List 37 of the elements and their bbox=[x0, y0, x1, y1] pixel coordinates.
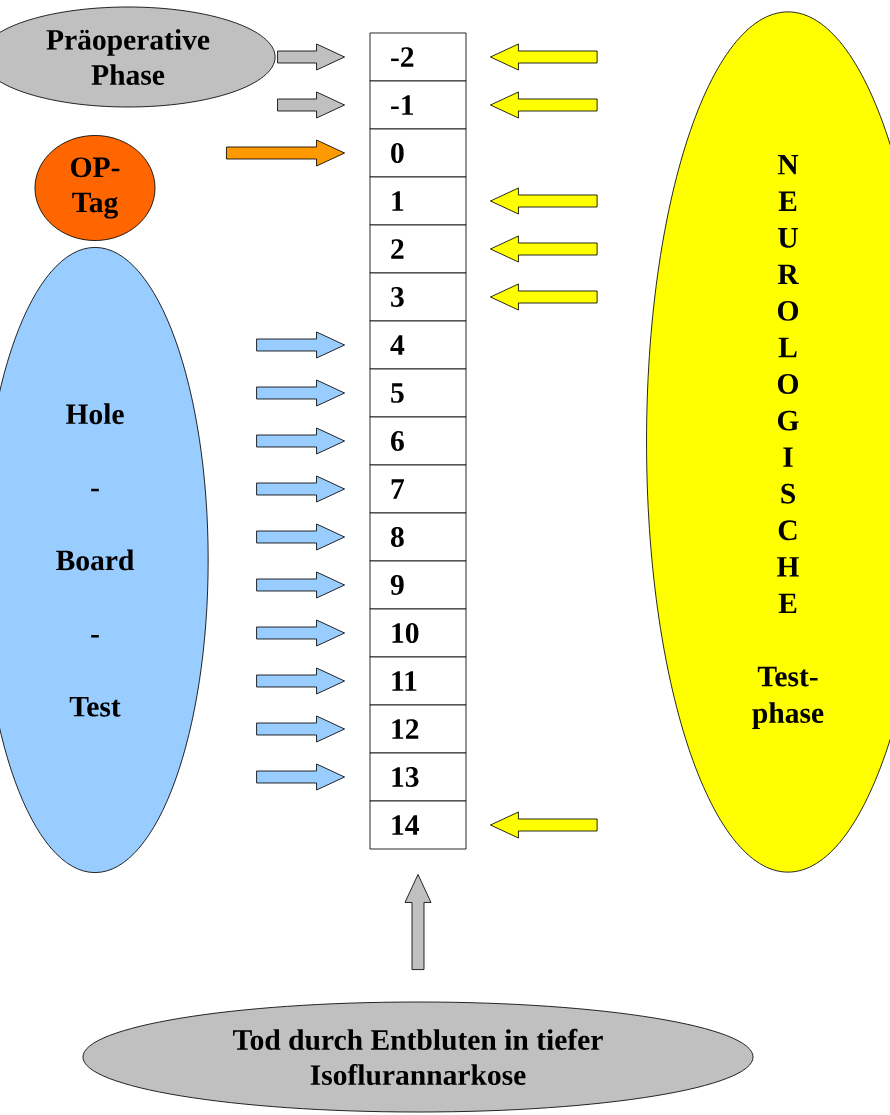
block-arrow bbox=[256, 763, 345, 791]
block-arrow bbox=[277, 43, 345, 71]
block-arrow bbox=[256, 379, 345, 407]
block-arrow bbox=[490, 283, 598, 311]
block-arrow bbox=[490, 91, 598, 119]
day-cell: 1 bbox=[369, 176, 467, 226]
day-cell: 2 bbox=[369, 224, 467, 274]
block-arrow bbox=[490, 187, 598, 215]
day-cell: 0 bbox=[369, 128, 467, 178]
block-arrow bbox=[256, 427, 345, 455]
day-cell: 5 bbox=[369, 368, 467, 418]
block-arrow bbox=[256, 619, 345, 647]
day-cell: 14 bbox=[369, 800, 467, 850]
day-cell: 13 bbox=[369, 752, 467, 802]
day-cell: 4 bbox=[369, 320, 467, 370]
day-cell: 6 bbox=[369, 416, 467, 466]
block-arrow bbox=[490, 811, 598, 839]
block-arrow bbox=[256, 523, 345, 551]
day-cell: -2 bbox=[369, 32, 467, 82]
block-arrow bbox=[256, 331, 345, 359]
block-arrow bbox=[256, 715, 345, 743]
block-arrow bbox=[277, 91, 345, 119]
day-cell: 8 bbox=[369, 512, 467, 562]
block-arrow bbox=[226, 139, 345, 167]
block-arrow bbox=[256, 667, 345, 695]
day-cell: -1 bbox=[369, 80, 467, 130]
block-arrow bbox=[490, 43, 598, 71]
day-cell: 7 bbox=[369, 464, 467, 514]
day-cell: 9 bbox=[369, 560, 467, 610]
block-arrow bbox=[490, 235, 598, 263]
day-cell: 10 bbox=[369, 608, 467, 658]
day-cell: 12 bbox=[369, 704, 467, 754]
day-cell: 3 bbox=[369, 272, 467, 322]
day-cell: 11 bbox=[369, 656, 467, 706]
block-arrow bbox=[256, 475, 345, 503]
block-arrow bbox=[404, 874, 432, 970]
block-arrow bbox=[256, 571, 345, 599]
